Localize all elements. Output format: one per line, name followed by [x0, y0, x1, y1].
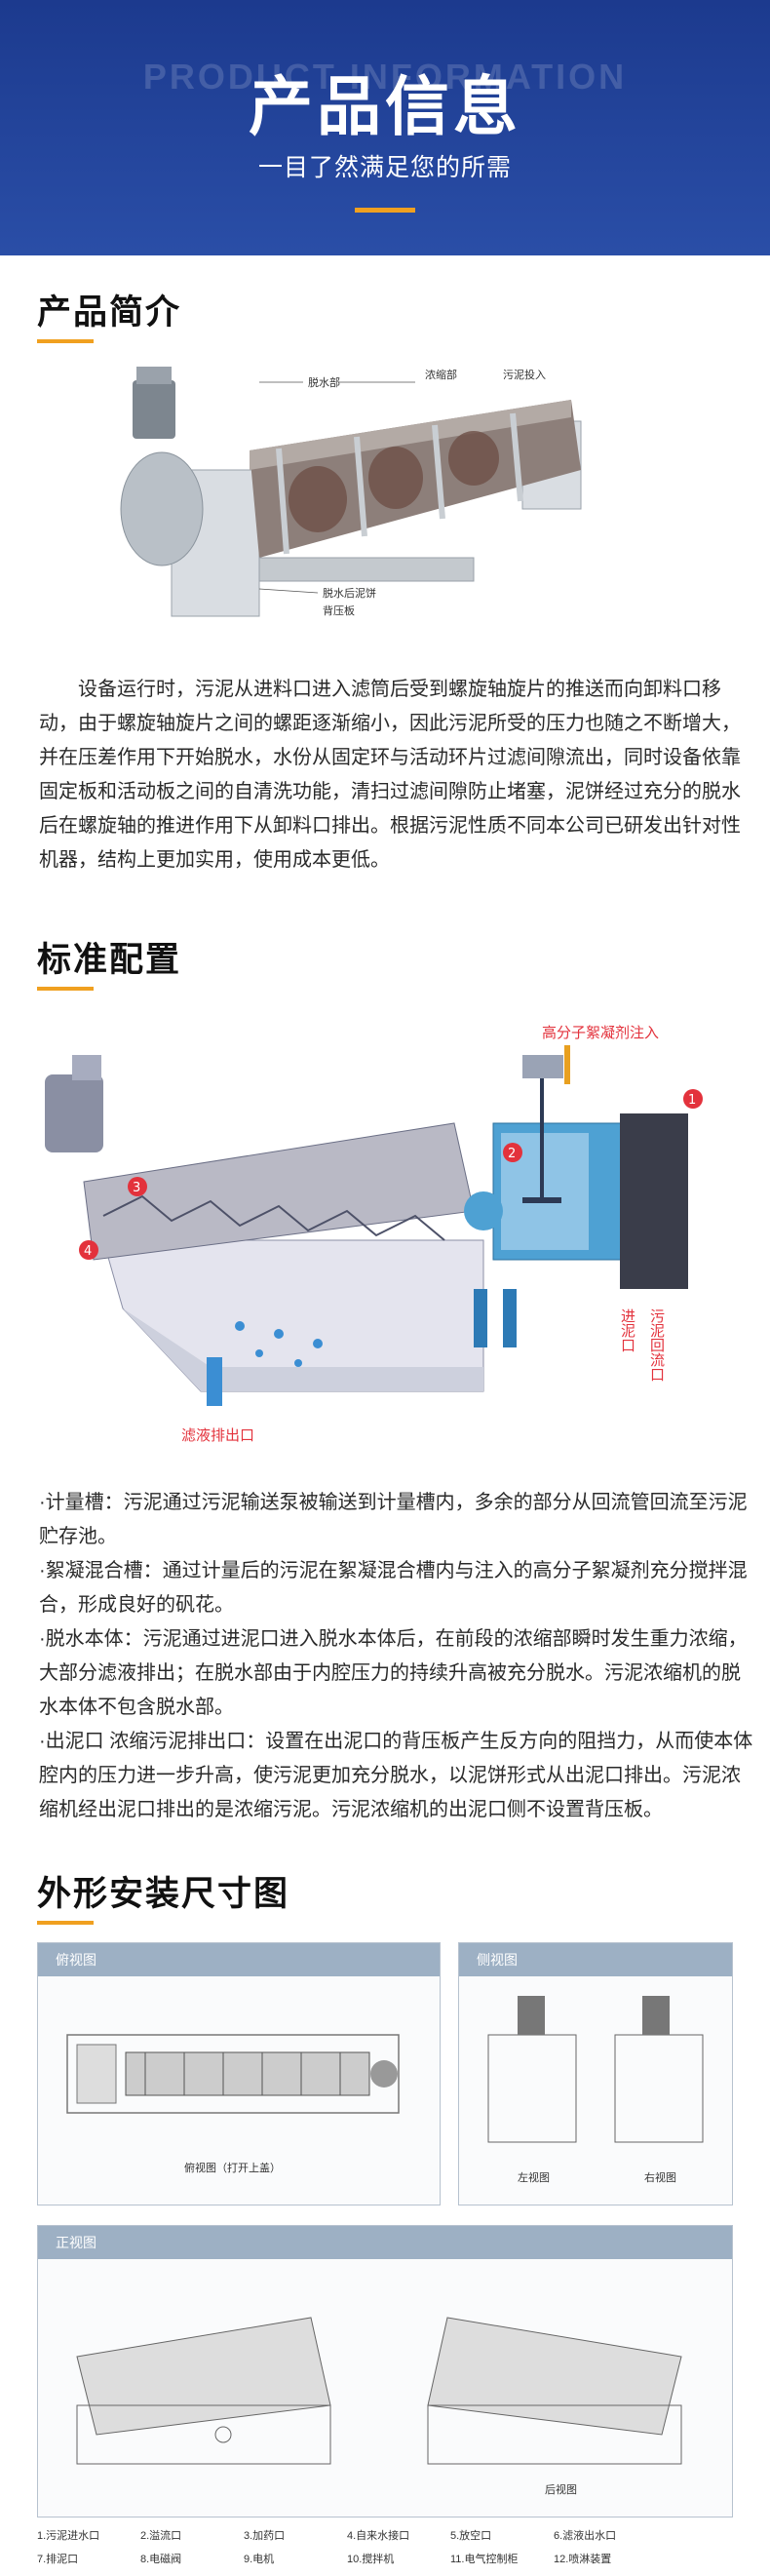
caption-left: 左视图: [518, 2170, 550, 2184]
legend-item: 4.自来水接口: [347, 2530, 410, 2542]
legend-item: 11.电气控制柜: [450, 2554, 519, 2565]
section-underline: [37, 339, 94, 343]
legend-item: 10.搅拌机: [347, 2554, 395, 2565]
legend-item: 6.滤液出水口: [554, 2530, 617, 2542]
caption-top: 俯视图（打开上盖）: [184, 2161, 281, 2174]
hero-subtitle: 一目了然满足您的所需: [257, 154, 512, 181]
hero-title: 产品信息: [249, 70, 521, 142]
label-dewater: 脱水部: [308, 375, 340, 389]
label-backplate: 背压板: [323, 604, 355, 617]
config-item: ·计量槽：污泥通过污泥输送泵被输送到计量槽内，多余的部分从回流管回流至污泥贮存池…: [39, 1492, 748, 1547]
config-item: ·脱水本体：污泥通过进泥口进入脱水本体后，在前段的浓缩部瞬时发生重力浓缩，大部分…: [39, 1628, 748, 1718]
marker-1: 1: [688, 1093, 696, 1108]
hero-background-text: PRODUCT INFORMATION: [142, 57, 628, 97]
section-underline: [37, 1921, 94, 1925]
intro-paragraph: 设备运行时，污泥从进料口进入滤筒后受到螺旋轴旋片的推送而向卸料口移动，由于螺旋轴…: [39, 679, 741, 871]
legend-item: 12.喷淋装置: [554, 2554, 612, 2565]
front-view-panel: 正视图 后视图: [37, 2225, 733, 2517]
machine-image: 脱水部 浓缩部 污泥投入 脱水后泥饼 背压板: [120, 367, 582, 617]
legend-item: 7.排泥口: [37, 2554, 79, 2565]
legend-item: 8.电磁阀: [140, 2554, 182, 2565]
legend: 1.污泥进水口 2.溢流口 3.加药口 4.自来水接口 5.放空口 6.滤液出水口 7.排泥…: [37, 2527, 739, 2574]
label-inlet: 污泥投入: [503, 368, 546, 381]
front-view-drawing: 后视图: [76, 2317, 682, 2496]
marker-3: 3: [133, 1181, 140, 1195]
marker-4: 4: [84, 1244, 92, 1259]
panel-header: 侧视图: [459, 1943, 732, 1976]
legend-item: 2.溢流口: [140, 2530, 182, 2542]
section-title-dims: 外形安装尺寸图: [37, 1875, 290, 1913]
hero-accent-bar: [355, 208, 415, 213]
config-diagram: 1 2 3 4 高分子絮凝剂注入 滤液排出口 进泥口 污泥回流口: [45, 1024, 703, 1444]
label-inlet: 进泥口: [619, 1308, 636, 1352]
panel-header: 俯视图: [38, 1943, 440, 1976]
label-thicken: 浓缩部: [425, 368, 457, 381]
config-item: ·絮凝混合槽：通过计量后的污泥在絮凝混合槽内与注入的高分子絮凝剂充分搅拌混合，形…: [39, 1560, 748, 1616]
label-filtrate: 滤液排出口: [181, 1426, 254, 1444]
top-view-drawing: 俯视图（打开上盖）: [66, 2034, 400, 2174]
label-polymer: 高分子絮凝剂注入: [542, 1024, 659, 1041]
section-underline: [37, 987, 94, 991]
config-item: ·出泥口 浓缩污泥排出口：设置在出泥口的背压板产生反方向的阻挡力，从而使本体腔内…: [39, 1731, 753, 1820]
hero-banner: PRODUCT INFORMATION 产品信息 一目了然满足您的所需: [0, 0, 770, 255]
side-view-drawing: 左视图 右视图: [487, 1996, 704, 2184]
legend-item: 9.电机: [244, 2554, 275, 2565]
marker-2: 2: [508, 1147, 516, 1161]
label-return: 污泥回流口: [648, 1308, 666, 1382]
caption-back: 后视图: [545, 2482, 577, 2496]
label-cake: 脱水后泥饼: [323, 586, 376, 600]
legend-item: 5.放空口: [450, 2530, 492, 2542]
config-list: ·计量槽：污泥通过污泥输送泵被输送到计量槽内，多余的部分从回流管回流至污泥贮存池…: [39, 1486, 754, 1827]
caption-right: 右视图: [644, 2170, 676, 2184]
side-view-panel: 侧视图 左视图 右视图: [458, 1942, 733, 2205]
section-title-config: 标准配置: [37, 941, 182, 979]
top-view-panel: 俯视图 俯视图（打开上盖）: [37, 1942, 441, 2205]
content-card: 产品简介 脱水部 浓缩部 污泥投入 脱水后泥饼 背压板: [16, 255, 754, 2576]
legend-item: 3.加药口: [244, 2530, 286, 2542]
section-title-intro: 产品简介: [37, 293, 182, 332]
panel-header: 正视图: [38, 2226, 732, 2259]
legend-item: 1.污泥进水口: [37, 2530, 100, 2542]
